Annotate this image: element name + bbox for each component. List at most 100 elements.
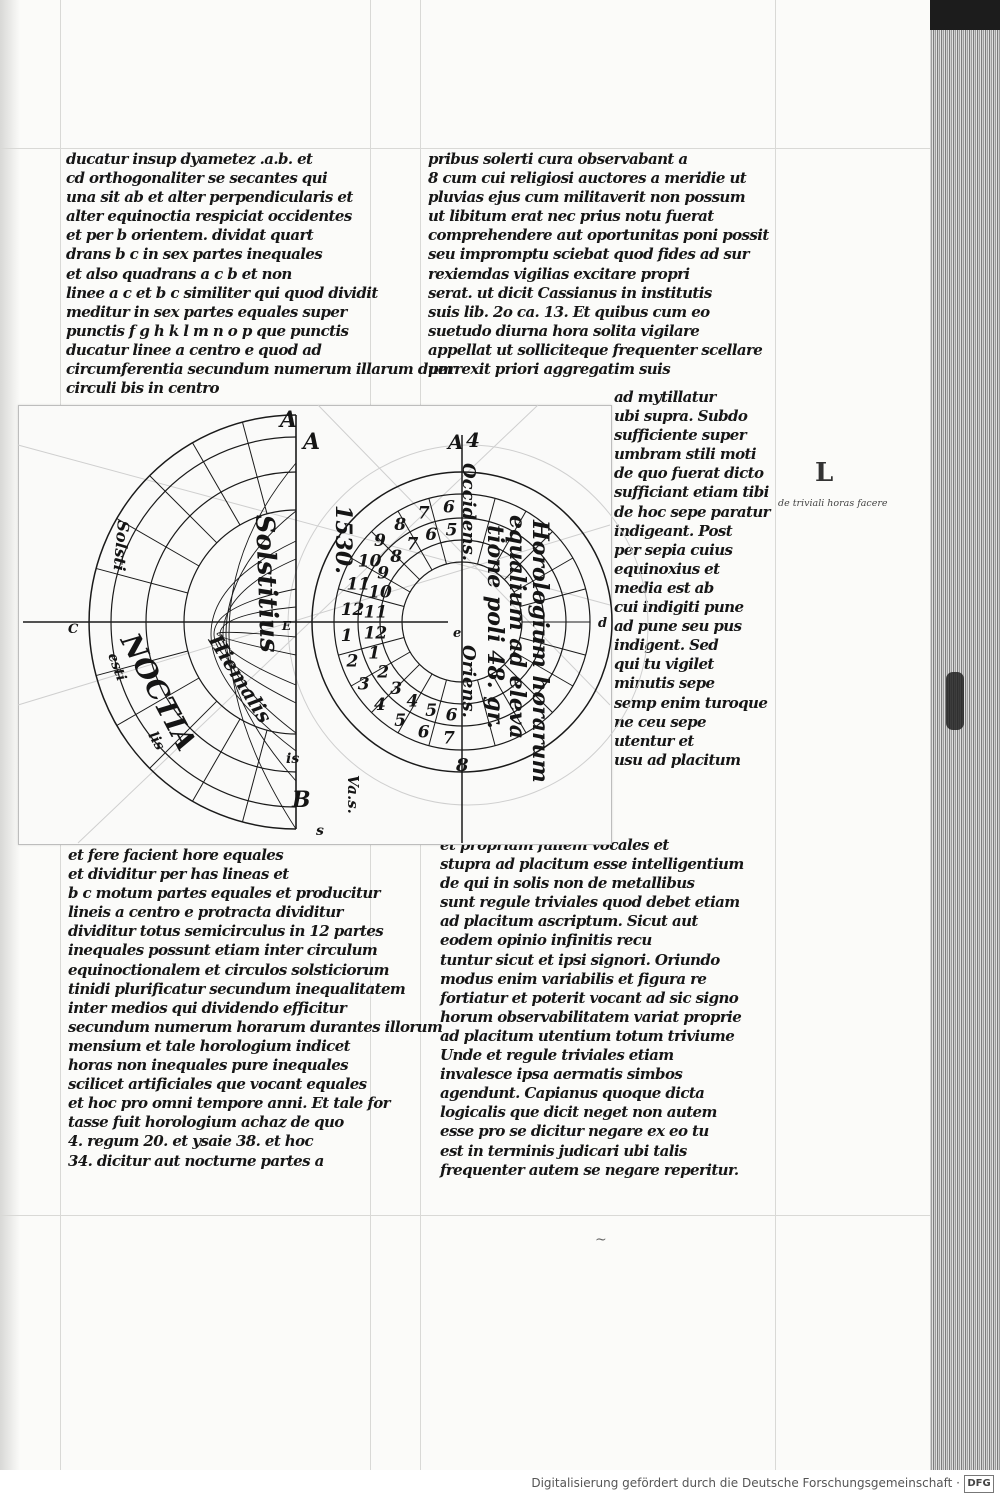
ruling-line xyxy=(775,0,776,1470)
text-line: dividitur totus semicirculus in 12 parte… xyxy=(68,922,384,941)
dial-tick xyxy=(519,637,586,656)
word-solsti: Solsti xyxy=(110,520,133,572)
text-line: alter equinoctia respiciat occidentes xyxy=(66,207,352,226)
round-dial-title-line1: Horologium horarum xyxy=(527,519,553,783)
hour-number: 3 xyxy=(358,675,370,695)
hour-curve xyxy=(213,588,297,704)
text-line: comprehendere aut oportunitas poni possi… xyxy=(428,226,769,245)
text-line: ne ceu sepe xyxy=(614,712,707,731)
hour-number: 9 xyxy=(377,564,389,584)
dial-tick xyxy=(513,557,574,593)
hour-ray xyxy=(241,730,268,823)
dial-tick xyxy=(371,664,420,713)
hour-ray xyxy=(116,677,200,726)
text-line: perrexit priori aggregatim suis xyxy=(428,360,671,379)
dial-tick xyxy=(491,510,527,571)
text-line: secundum numerum horarum durantes illoru… xyxy=(68,1017,443,1036)
dial-tick xyxy=(350,651,411,687)
label-d: d xyxy=(598,616,607,631)
text-line: esse pro se dicitur negare ex eo tu xyxy=(440,1122,709,1141)
text-line: qui tu vigilet xyxy=(614,655,714,674)
text-line: rexiemdas vigilias excitare propri xyxy=(428,264,690,283)
hour-ray xyxy=(149,475,218,544)
text-line: de hoc sepe paratur xyxy=(614,502,771,521)
hour-number: 8 xyxy=(393,515,406,535)
hour-ray xyxy=(95,567,188,594)
label-is: is xyxy=(286,751,299,767)
hour-number: 7 xyxy=(443,728,455,748)
text-line: serat. ut dicit Cassianus in institutis xyxy=(428,283,712,302)
hour-curve xyxy=(210,540,297,752)
text-line: ad mytillatur xyxy=(614,388,716,406)
text-line: ut libitum erat nec prius notu fuerat xyxy=(428,207,714,226)
hour-number: 11 xyxy=(347,575,371,595)
text-line: de quo fuerat dicto xyxy=(614,464,764,483)
text-line: umbram stili moti xyxy=(614,445,757,464)
text-line: circumferentia secundum numerum illarum … xyxy=(66,360,454,379)
label-A-left-2: A xyxy=(301,429,320,455)
page-edges xyxy=(930,0,1000,1470)
text-line: tinidi plurificatur secundum inequalitat… xyxy=(68,979,406,998)
text-line: circuli bis in centro xyxy=(66,379,220,398)
round-dial-title-line2: equalium ad eleva xyxy=(504,515,530,739)
text-line: et per b orientem. dividat quart xyxy=(66,226,314,245)
text-line: indigeant. Post xyxy=(614,521,733,540)
text-line: et dividitur per has lineas et xyxy=(68,865,289,884)
text-line: ubi supra. Subdo xyxy=(614,407,748,426)
text-line: Unde et regule triviales etiam xyxy=(440,1046,674,1065)
label-A-left: A xyxy=(278,407,297,433)
hour-ray xyxy=(95,650,188,677)
text-line: indigent. Sed xyxy=(614,636,719,655)
text-line: et fere facient hore equales xyxy=(68,846,284,864)
label-C: C xyxy=(68,622,79,637)
hour-ray xyxy=(192,718,241,802)
word-solstitius: Solstitius xyxy=(249,514,284,653)
dial-tick xyxy=(397,510,433,571)
dial-tick xyxy=(350,557,411,593)
text-line: ad placitum utentium totum triviume xyxy=(440,1026,735,1045)
text-line: horum observabilitatem variat proprie xyxy=(440,1007,742,1026)
dial-tick xyxy=(477,679,496,746)
hour-number: 12 xyxy=(364,623,388,643)
text-line: de qui in solis non de metallibus xyxy=(440,874,695,893)
hour-number: 6 xyxy=(446,705,458,725)
dfg-logo: DFG xyxy=(964,1475,994,1493)
dial-tick xyxy=(428,679,447,746)
text-line: 4. regum 20. et ysaie 38. et hoc xyxy=(68,1132,314,1151)
dial-tick xyxy=(504,531,553,580)
hour-number: 10 xyxy=(358,551,382,571)
text-line: equinoctionalem et circulos solsticiorum xyxy=(68,960,389,979)
text-line: et hoc pro omni tempore anni. Et tale fo… xyxy=(68,1094,391,1113)
page-gutter-shadow xyxy=(0,0,20,1470)
text-line: cui indigiti pune xyxy=(614,598,744,617)
semicircle-dial xyxy=(23,414,448,830)
hour-number: 9 xyxy=(374,531,386,551)
text-line: pribus solerti cura observabant a xyxy=(428,150,688,168)
margin-paragraph-mark: L xyxy=(815,458,834,488)
text-line: modus enim variabilis et figura re xyxy=(440,969,707,988)
text-line: suis lib. 2o ca. 13. Et quibus cum eo xyxy=(428,302,710,321)
text-line: semp enim turoque xyxy=(614,693,768,712)
text-line: ducatur insup dyametez .a.b. et xyxy=(66,150,313,168)
text-line: drans b c in sex partes inequales xyxy=(66,245,323,264)
text-line: linee a c et b c similiter qui quod divi… xyxy=(66,283,378,302)
hour-number: 6 xyxy=(443,498,455,518)
text-line: usu ad placitum xyxy=(614,750,741,769)
word-occidens: Occidens. xyxy=(458,463,479,561)
hour-curve xyxy=(222,558,297,734)
text-line: est in terminis judicari ubi talis xyxy=(440,1141,687,1160)
text-line: meditur in sex partes equales super xyxy=(66,302,347,321)
text-line: tuntur sicut et ipsi signori. Oriundo xyxy=(440,950,720,969)
text-line: cd orthogonaliter se secantes qui xyxy=(66,169,328,188)
text-line: stupra ad placitum esse intelligentium xyxy=(440,855,744,874)
text-line: utentur et xyxy=(614,731,694,750)
text-line: seu impromptu sciebat quod fides ad sur xyxy=(428,245,750,264)
text-line: frequenter autem se negare reperitur. xyxy=(440,1160,739,1179)
text-line: ad placitum ascriptum. Sicut aut xyxy=(440,912,698,931)
word-va: Va.s. xyxy=(344,775,362,814)
